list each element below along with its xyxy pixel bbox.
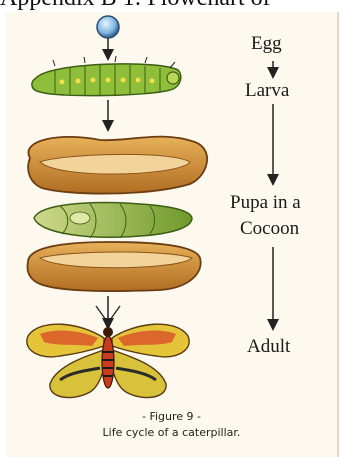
stage-label-pupa-line2: Cocoon	[240, 218, 299, 240]
stage-label-pupa-line1: Pupa in a	[230, 192, 301, 214]
figure-caption: Life cycle of a caterpillar.	[6, 426, 337, 439]
egg-illustration	[97, 16, 119, 55]
cocoon-bottom-illustration	[28, 242, 201, 324]
figure-number: - Figure 9 -	[6, 410, 337, 423]
pupa-illustration	[34, 203, 192, 238]
larva-illustration	[32, 56, 181, 126]
stage-label-larva: Larva	[245, 80, 289, 102]
stage-label-egg: Egg	[251, 33, 282, 55]
stage-label-adult: Adult	[247, 336, 290, 358]
cocoon-top-illustration	[28, 137, 207, 194]
